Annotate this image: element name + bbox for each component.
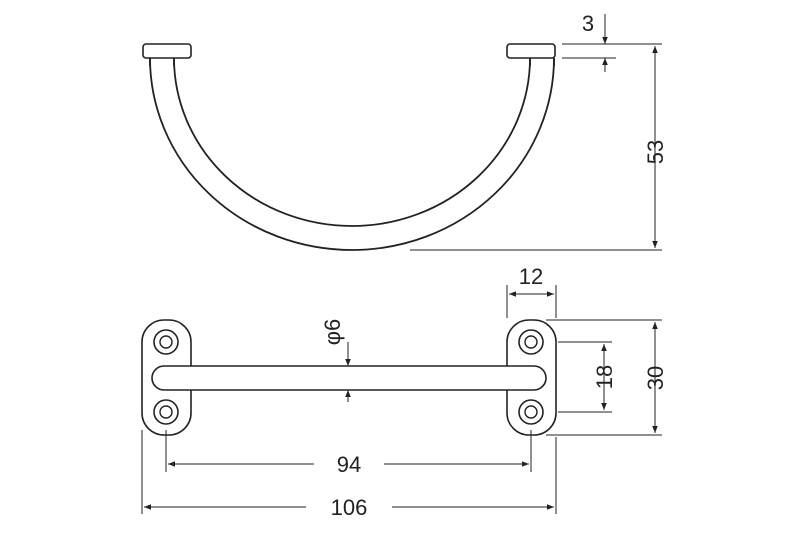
left-flange bbox=[142, 43, 192, 59]
dim-overall-length: 106 bbox=[331, 495, 368, 520]
handle-rod bbox=[151, 365, 547, 391]
front-view: 12 φ6 18 30 94 106 bbox=[141, 264, 668, 520]
left-top-hole bbox=[153, 329, 179, 355]
dim-hole-spacing: 18 bbox=[592, 365, 617, 389]
right-top-hole bbox=[518, 329, 544, 355]
right-bottom-hole bbox=[518, 399, 544, 425]
handle-outer-arc bbox=[149, 57, 555, 251]
left-bottom-hole bbox=[153, 399, 179, 425]
dim-plate-height: 30 bbox=[643, 366, 668, 390]
handle-inner-arc bbox=[173, 57, 531, 227]
dim-height: 53 bbox=[643, 140, 668, 164]
dim-hole-center-distance: 94 bbox=[337, 452, 361, 477]
dim-flange-thickness: 3 bbox=[582, 11, 594, 36]
dim-plate-width: 12 bbox=[519, 264, 543, 289]
top-view: 3 53 bbox=[142, 11, 668, 251]
right-flange bbox=[506, 43, 556, 59]
dim-rod-diameter: φ6 bbox=[320, 319, 345, 346]
